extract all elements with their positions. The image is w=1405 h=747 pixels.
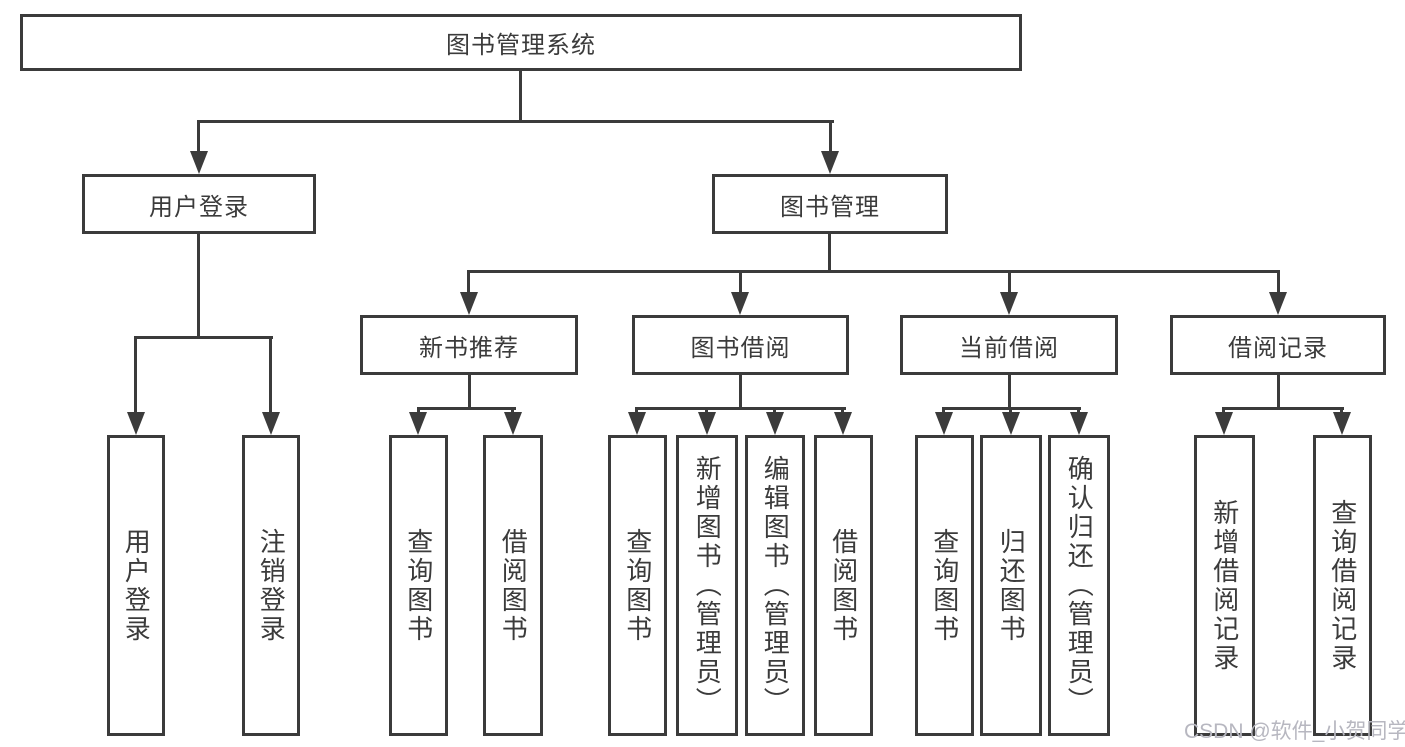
leaf-confirm-return-admin: 确认归还（管理员） — [1048, 435, 1110, 736]
leaf-label: 用户登录 — [121, 527, 152, 644]
connector-line — [1223, 407, 1344, 410]
node-book-borrowing: 图书借阅 — [632, 315, 849, 375]
leaf-query-books-borrowing: 查询图书 — [608, 435, 667, 736]
connector-line — [773, 407, 776, 415]
arrowhead-down-icon — [731, 292, 749, 315]
leaf-query-books-current: 查询图书 — [915, 435, 974, 736]
arrowhead-down-icon — [1269, 292, 1287, 315]
leaf-logout: 注销登录 — [242, 435, 300, 736]
arrowhead-down-icon — [460, 292, 478, 315]
leaf-label: 归还图书 — [996, 527, 1027, 644]
connector-line — [828, 234, 831, 270]
csdn-watermark: CSDN @软件_小贺同学 — [1184, 720, 1405, 743]
arrowhead-down-icon — [698, 412, 716, 435]
connector-line — [269, 336, 272, 414]
arrowhead-down-icon — [1002, 412, 1020, 435]
connector-line — [705, 407, 708, 415]
connector-line — [197, 120, 200, 153]
leaf-label: 查询图书 — [403, 527, 434, 644]
connector-line — [468, 375, 471, 407]
connector-line — [739, 375, 742, 407]
connector-line — [519, 70, 522, 121]
leaf-user-login: 用户登录 — [107, 435, 165, 736]
connector-line — [417, 407, 420, 415]
leaf-borrow-books: 借阅图书 — [814, 435, 873, 736]
node-label: 借阅记录 — [1228, 334, 1328, 362]
connector-line — [417, 407, 516, 410]
arrowhead-down-icon — [628, 412, 646, 435]
node-label: 图书借阅 — [690, 334, 791, 362]
connector-line — [1008, 375, 1011, 407]
connector-line — [467, 270, 1280, 273]
arrowhead-down-icon — [262, 412, 280, 435]
connector-line — [943, 407, 1081, 410]
node-borrowing-records: 借阅记录 — [1170, 315, 1386, 375]
connector-line — [1340, 407, 1343, 415]
connector-line — [635, 407, 638, 415]
node-label: 当前借阅 — [959, 334, 1059, 362]
connector-line — [197, 120, 834, 123]
connector-line — [739, 270, 742, 294]
leaf-label: 新增图书（管理员） — [692, 455, 723, 716]
arrowhead-down-icon — [409, 412, 427, 435]
node-book-management: 图书管理 — [712, 174, 948, 234]
arrowhead-down-icon — [1333, 412, 1351, 435]
leaf-label: 编辑图书（管理员） — [760, 455, 791, 716]
connector-line — [467, 270, 470, 294]
arrowhead-down-icon — [1215, 412, 1233, 435]
node-user-login: 用户登录 — [82, 174, 316, 234]
node-label: 图书管理 — [780, 193, 880, 221]
node-new-book-recommend: 新书推荐 — [360, 315, 578, 375]
leaf-borrow-books-recommend: 借阅图书 — [483, 435, 543, 736]
connector-line — [511, 407, 514, 415]
arrowhead-down-icon — [821, 151, 839, 174]
arrowhead-down-icon — [834, 412, 852, 435]
leaf-label: 新增借阅记录 — [1209, 498, 1240, 673]
connector-line — [829, 120, 832, 153]
leaf-label: 注销登录 — [256, 527, 287, 644]
connector-line — [1222, 407, 1225, 415]
connector-line — [1009, 407, 1012, 415]
connector-line — [197, 234, 200, 336]
node-label: 新书推荐 — [419, 334, 519, 362]
connector-line — [134, 336, 137, 414]
arrowhead-down-icon — [935, 412, 953, 435]
connector-line — [636, 407, 846, 410]
arrowhead-down-icon — [1000, 292, 1018, 315]
leaf-add-borrow-record: 新增借阅记录 — [1194, 435, 1255, 736]
leaf-label: 查询图书 — [622, 527, 653, 644]
connector-line — [1277, 375, 1280, 407]
leaf-label: 查询借阅记录 — [1327, 498, 1358, 673]
leaf-label: 查询图书 — [929, 527, 960, 644]
leaf-return-books: 归还图书 — [980, 435, 1042, 736]
connector-line — [1077, 407, 1080, 415]
connector-line — [134, 336, 273, 339]
leaf-query-borrow-record: 查询借阅记录 — [1313, 435, 1372, 736]
node-current-borrowing: 当前借阅 — [900, 315, 1118, 375]
connector-line — [1008, 270, 1011, 294]
node-library-management-system: 图书管理系统 — [20, 14, 1022, 71]
leaf-label: 确认归还（管理员） — [1064, 455, 1095, 716]
arrowhead-down-icon — [190, 151, 208, 174]
connector-line — [1277, 270, 1280, 294]
leaf-add-books-admin: 新增图书（管理员） — [676, 435, 738, 736]
arrowhead-down-icon — [766, 412, 784, 435]
connector-line — [841, 407, 844, 415]
leaf-query-books-recommend: 查询图书 — [389, 435, 448, 736]
arrowhead-down-icon — [1070, 412, 1088, 435]
leaf-edit-books-admin: 编辑图书（管理员） — [745, 435, 805, 736]
leaf-label: 借阅图书 — [498, 527, 529, 644]
node-label: 用户登录 — [149, 193, 249, 221]
arrowhead-down-icon — [504, 412, 522, 435]
connector-line — [942, 407, 945, 415]
arrowhead-down-icon — [127, 412, 145, 435]
node-label: 图书管理系统 — [446, 32, 596, 59]
leaf-label: 借阅图书 — [828, 527, 859, 644]
